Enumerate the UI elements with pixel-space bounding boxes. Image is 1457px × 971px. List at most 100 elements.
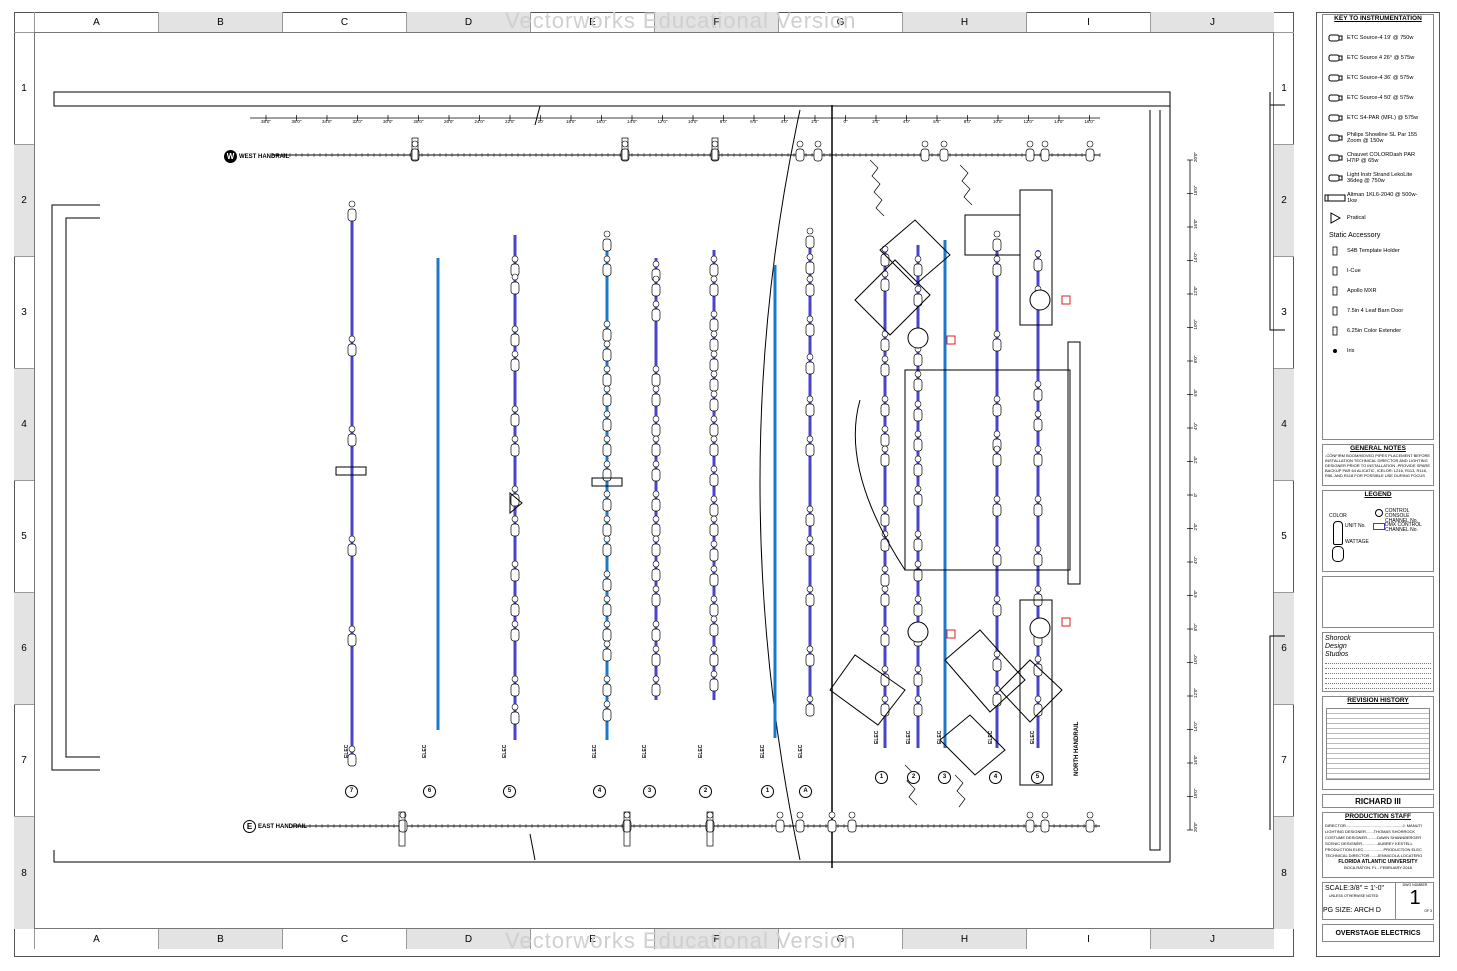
handrail-fixture xyxy=(847,819,857,833)
channel-circle xyxy=(881,445,889,453)
s4-par-icon xyxy=(1323,112,1347,124)
title-block xyxy=(1316,12,1440,957)
dmx-tag xyxy=(946,335,956,345)
channel-circle xyxy=(603,675,611,683)
key-item: Philips Showline SL Par 155 Zoom @ 150w xyxy=(1323,128,1433,148)
template-holder-icon xyxy=(1323,245,1347,257)
ruler-tick-label: 12'0" xyxy=(658,119,668,124)
pipe-fixture xyxy=(347,753,357,767)
grid-col-i: I xyxy=(1026,12,1150,32)
channel-circle xyxy=(881,355,889,363)
pipe-fixture xyxy=(880,633,890,647)
fine-print-line xyxy=(1325,681,1431,684)
pipe-fixture xyxy=(913,263,923,277)
platform xyxy=(904,369,1071,571)
legend-channel: CONTROL CONSOLE CHANNEL No. xyxy=(1385,508,1418,524)
pipe-fixture xyxy=(651,593,661,607)
pipe-fixture xyxy=(992,553,1002,567)
channel-circle xyxy=(1086,811,1094,819)
pipe-fixture xyxy=(651,543,661,557)
inner-frame xyxy=(34,32,1274,929)
revision-title: REVISION HISTORY xyxy=(1347,697,1409,704)
channel-circle xyxy=(1034,585,1042,593)
scenic-unit xyxy=(1019,599,1053,786)
pipe-fixture xyxy=(709,283,719,297)
pipe-fixture xyxy=(602,603,612,617)
strand-leko-icon xyxy=(1323,172,1347,184)
channel-circle xyxy=(348,625,356,633)
pipe-fixture xyxy=(805,653,815,667)
channel-circle xyxy=(603,490,611,498)
electric-tag: ELEC xyxy=(760,744,766,758)
ruler-tick-label: 16'0" xyxy=(1085,119,1095,124)
grid-col-a: A xyxy=(34,12,158,32)
channel-circle xyxy=(881,395,889,403)
ruler-tick-label: 20' xyxy=(538,119,544,124)
channel-circle xyxy=(511,255,519,263)
channel-circle xyxy=(710,370,718,378)
pipe-fixture xyxy=(913,408,923,422)
key-item-label: ETC Source 4 26° @ 575w xyxy=(1347,55,1415,61)
channel-circle xyxy=(993,430,1001,438)
pipe-fixture xyxy=(510,333,520,347)
pipe-fixture xyxy=(913,538,923,552)
grid-row-1: 1 xyxy=(14,32,34,144)
channel-circle xyxy=(993,495,1001,503)
channel-circle xyxy=(511,435,519,443)
channel-circle xyxy=(881,330,889,338)
channel-circle xyxy=(603,620,611,628)
key-item: ETC Source-4 36' @ 575w xyxy=(1323,68,1433,88)
north-handrail-tag: NORTH HANDRAIL xyxy=(1074,720,1088,780)
legend-title: LEGEND xyxy=(1364,491,1392,498)
key-item: ETC S4-PAR (MFL) @ 575w xyxy=(1323,108,1433,128)
ruler-tick-label: 26'0" xyxy=(444,119,454,124)
grid-col-h: H xyxy=(902,929,1026,949)
pipe-fixture xyxy=(602,708,612,722)
pipe-fixture xyxy=(992,453,1002,467)
accessory-item: I-Cue xyxy=(1323,261,1433,281)
pipe-fixture xyxy=(709,423,719,437)
pipe-fixture xyxy=(992,403,1002,417)
pipe-drop xyxy=(621,137,629,161)
ruler-tick-label: 4'0" xyxy=(1193,422,1198,430)
pipe-fixture xyxy=(880,538,890,552)
key-item: Chauvet COLORDash PAR H7IP @ 65w xyxy=(1323,148,1433,168)
electric-number: 3 xyxy=(938,771,951,784)
grid-col-f: F xyxy=(654,929,778,949)
channel-circle xyxy=(511,703,519,711)
channel-circle xyxy=(652,675,660,683)
practical-icon xyxy=(1323,212,1347,224)
legend-unit: UNIT No. xyxy=(1345,523,1366,529)
channel-circle xyxy=(652,460,660,468)
ruler-tick-label: 18'0" xyxy=(1193,185,1198,195)
grid-row-7: 7 xyxy=(1274,704,1294,816)
pipe-fixture xyxy=(602,238,612,252)
grid-col-f: F xyxy=(654,12,778,32)
channel-circle xyxy=(511,675,519,683)
ruler-tick-label: 16'0" xyxy=(597,119,607,124)
channel-circle xyxy=(848,811,856,819)
ruler-tick-label: 18'0" xyxy=(566,119,576,124)
apron-curve xyxy=(759,109,801,861)
handrail-fixture xyxy=(920,148,930,162)
pipe-fixture xyxy=(805,261,815,275)
key-item-label: ETC S4-PAR (MFL) @ 575w xyxy=(1347,115,1419,121)
electric-tag: ELEC xyxy=(937,730,943,744)
pipe-fixture xyxy=(651,568,661,582)
ruler-tick-label: 38'0" xyxy=(261,119,271,124)
pipe-fixture xyxy=(913,463,923,477)
channel-circle xyxy=(511,485,519,493)
channel-circle xyxy=(603,535,611,543)
pipe-fixture xyxy=(709,523,719,537)
grid-row-8: 8 xyxy=(1274,816,1294,929)
practical-icon xyxy=(509,491,523,515)
pipe-fixture xyxy=(709,653,719,667)
pipe-fixture xyxy=(510,523,520,537)
ruler-tick-label: 32'0" xyxy=(353,119,363,124)
ruler-tick-label: 30'0" xyxy=(383,119,393,124)
pipe-fixture xyxy=(913,703,923,717)
accessory-item-label: I-Cue xyxy=(1347,268,1361,274)
